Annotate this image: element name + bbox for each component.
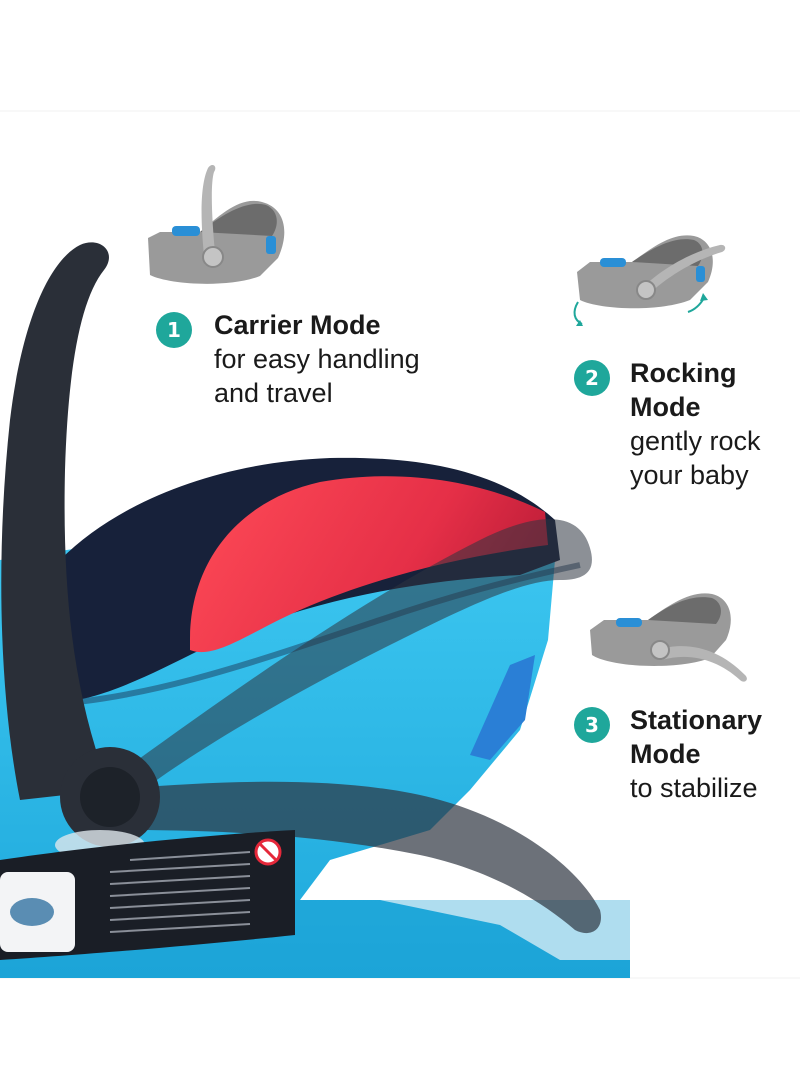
rocking-title-line2: Mode xyxy=(630,392,701,422)
rocking-desc-line1: gently rock xyxy=(630,426,761,456)
carrier-desc-line2: and travel xyxy=(214,378,333,408)
rocking-mode-icon xyxy=(573,235,726,326)
handle-ghost xyxy=(110,519,592,800)
stationary-title-line2: Mode xyxy=(630,739,701,769)
carrier-mode-icon xyxy=(148,165,285,284)
warning-label xyxy=(0,830,295,960)
rocking-mode-description: gently rock your baby xyxy=(630,424,761,492)
stationary-mode-description: to stabilize xyxy=(630,771,758,805)
stationary-mode-title: Stationary Mode xyxy=(630,703,762,771)
carrier-desc-line1: for easy handling xyxy=(214,344,420,374)
rocking-desc-line2: your baby xyxy=(630,460,749,490)
handle-ghost-lower xyxy=(110,781,601,934)
canopy xyxy=(190,476,548,653)
carrier-mode-title: Carrier Mode xyxy=(214,310,381,340)
stationary-mode-icon xyxy=(590,593,747,682)
step-badge-1: 1 xyxy=(156,312,192,348)
rocking-title-line1: Rocking xyxy=(630,358,737,388)
step-badge-3: 3 xyxy=(574,707,610,743)
carry-handle xyxy=(1,242,110,800)
side-clip xyxy=(470,655,535,760)
carrier-mode-description: for easy handling and travel xyxy=(214,342,420,410)
stationary-desc-line1: to stabilize xyxy=(630,773,758,803)
step-badge-2: 2 xyxy=(574,360,610,396)
rocking-mode-title: Rocking Mode xyxy=(630,356,737,424)
car-seat xyxy=(0,242,630,978)
stationary-title-line1: Stationary xyxy=(630,705,763,735)
